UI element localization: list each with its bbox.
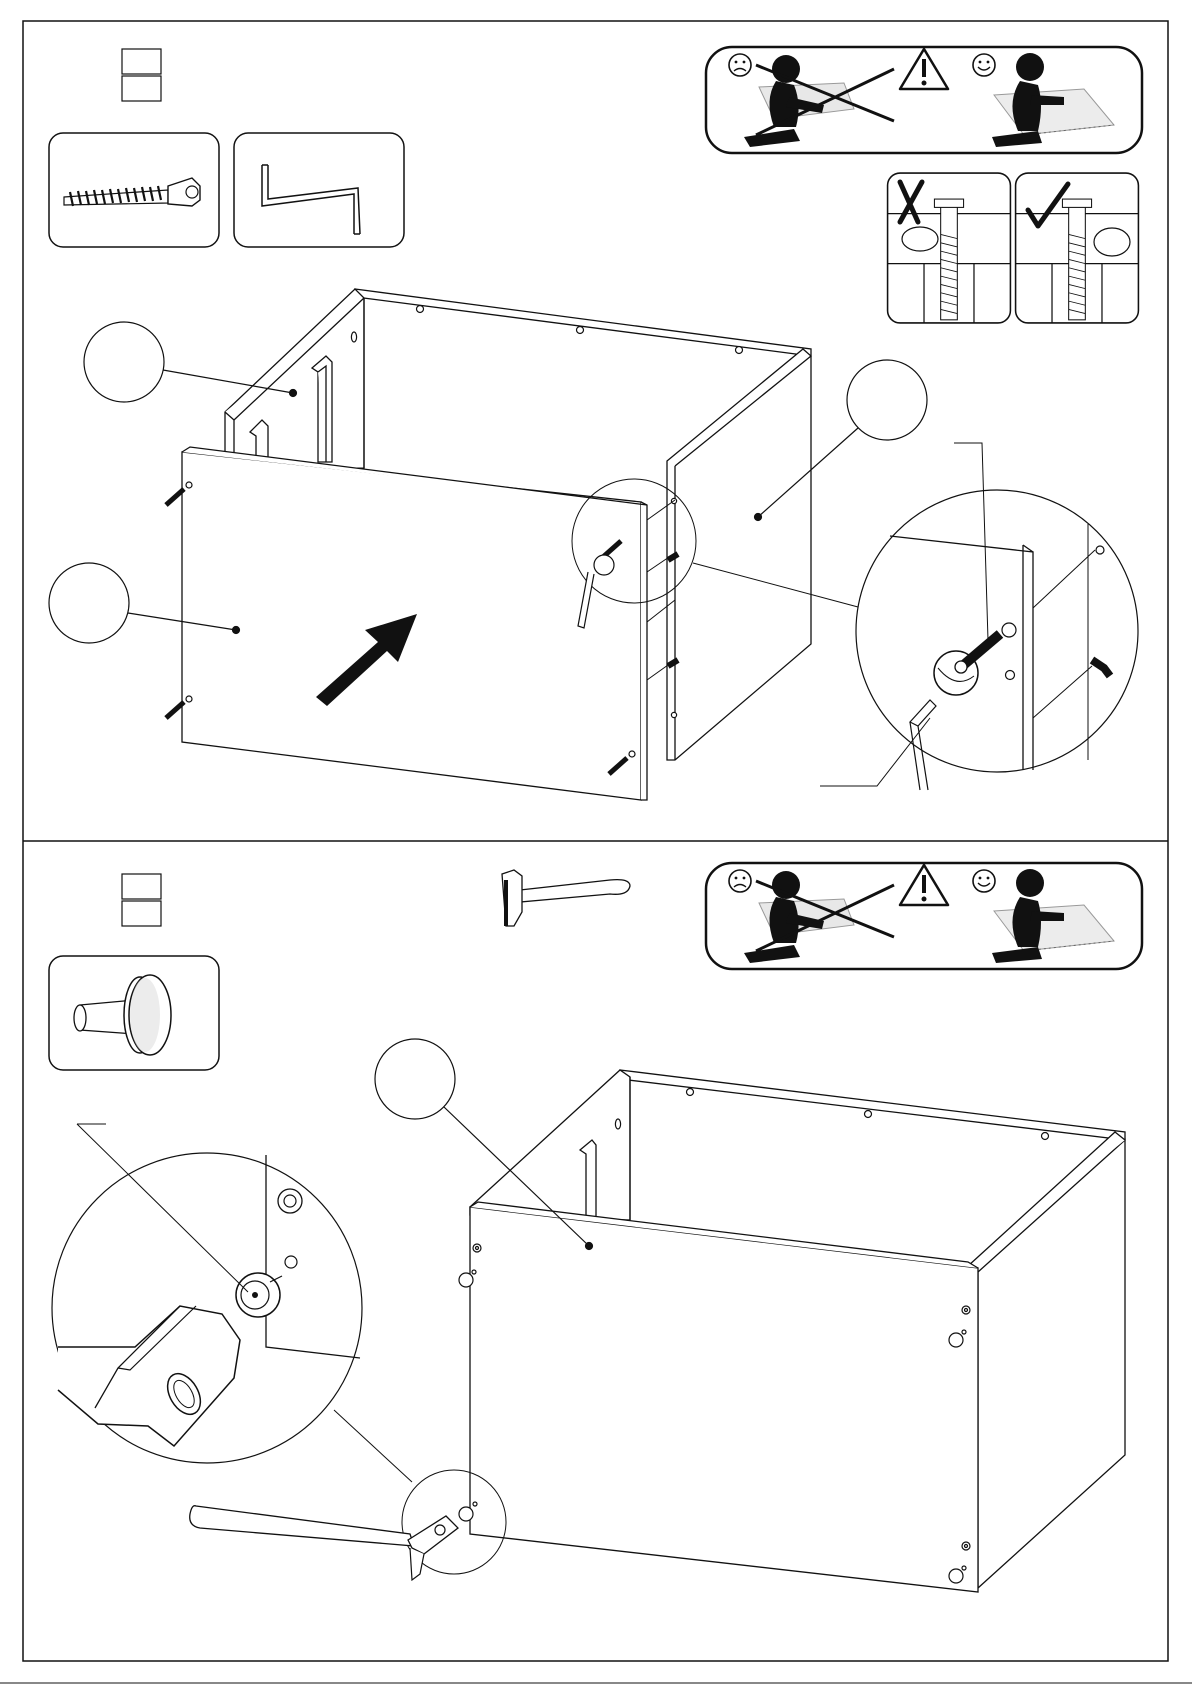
cam-screw-icon (49, 133, 219, 247)
posture-warning (706, 863, 1142, 969)
step-1 (49, 47, 1142, 800)
posture-warning (706, 47, 1142, 153)
step-number-box (122, 874, 161, 899)
hammer-in-use (190, 1470, 506, 1580)
step-number-box (122, 49, 161, 74)
wrong-screw-depth-icon (888, 173, 1011, 323)
hammer-tool-icon (502, 870, 630, 926)
allen-key-icon (234, 133, 404, 247)
step-2 (49, 863, 1142, 1592)
quantity-box (122, 76, 161, 101)
correct-screw-depth-icon (1016, 173, 1139, 323)
dowel-cap-detail-magnified (52, 1124, 412, 1482)
cabinet-carcass (182, 289, 811, 800)
quantity-box (122, 901, 161, 926)
wooden-dowel-cap-icon (49, 956, 219, 1070)
top-holes (351, 306, 742, 354)
cabinet-carcass-assembled (470, 1070, 1125, 1592)
